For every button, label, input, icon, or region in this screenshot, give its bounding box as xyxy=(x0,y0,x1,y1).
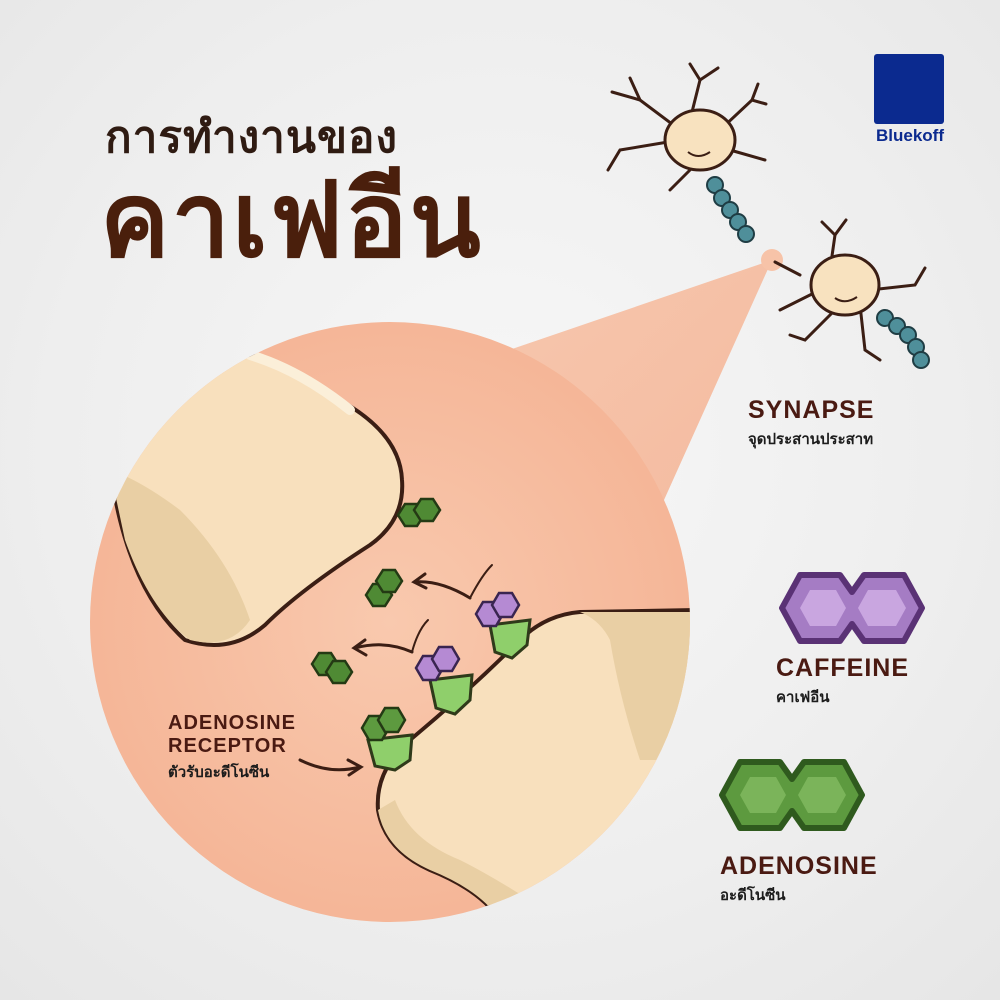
logo-square xyxy=(874,54,944,124)
adenosine-receptor-icon xyxy=(366,618,532,772)
synapse-label-th: จุดประสานประสาท xyxy=(748,430,874,448)
synapse-highlight xyxy=(761,249,783,271)
caffeine-label-en: CAFFEINE xyxy=(776,654,909,682)
synapse-label: SYNAPSE จุดประสานประสาท xyxy=(748,396,874,451)
title-line2: คาเฟอีน xyxy=(100,159,483,281)
adenosine-label-en: ADENOSINE xyxy=(720,852,878,880)
caffeine-molecule-icon xyxy=(414,591,521,682)
free-adenosine xyxy=(310,497,442,685)
title-line1: การทำงานของ xyxy=(105,112,398,163)
adenosine-label: ADENOSINE อะดีโนซีน xyxy=(720,852,878,907)
caffeine-label: CAFFEINE คาเฟอีน xyxy=(776,654,909,709)
adenosine-molecule-icon xyxy=(360,706,407,742)
caffeine-label-th: คาเฟอีน xyxy=(776,688,830,706)
arrow-icon xyxy=(298,564,493,777)
caffeine-legend-molecule xyxy=(779,572,925,644)
brand-name: Bluekoff xyxy=(876,126,944,145)
receptor-label-en2: RECEPTOR xyxy=(168,735,287,757)
zoom-cone xyxy=(480,260,772,520)
receptor-label-th: ตัวรับอะดีโนซีน xyxy=(168,763,270,781)
adenosine-legend-molecule xyxy=(719,759,865,831)
adenosine-label-th: อะดีโนซีน xyxy=(720,886,786,904)
neuron-icon xyxy=(606,62,930,369)
receptor-label: ADENOSINE RECEPTOR ตัวรับอะดีโนซีน xyxy=(168,712,296,784)
synapse-label-en: SYNAPSE xyxy=(748,396,875,424)
receptor-label-en1: ADENOSINE xyxy=(168,712,296,734)
brand-logo: Bluekoff xyxy=(862,54,958,152)
